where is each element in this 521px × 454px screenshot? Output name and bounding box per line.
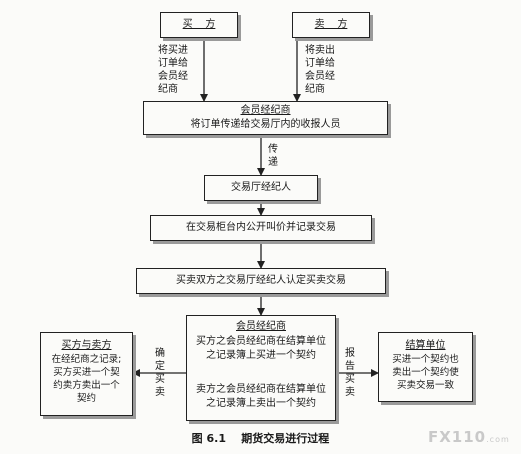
clearing-box: 结算单位 买进一个契约也 卖出一个契约使 买卖交易一致 <box>378 332 473 402</box>
member-broker-record-title: 会员经纪商 <box>236 321 286 332</box>
open-outcry-text: 在交易柜台内公开叫价并记录交易 <box>186 222 336 233</box>
clearing-text: 买进一个契约也 卖出一个契约使 买卖交易一致 <box>392 354 459 391</box>
member-broker-title: 会员经纪商 <box>240 105 291 116</box>
watermark-logo: FX110.com <box>428 428 510 446</box>
buyer-seller-box: 买方与卖方 在经纪商之记录; 买方买进一个契 约卖方卖出一个 契约 <box>40 332 133 416</box>
floor-broker-box: 交易厅经纪人 <box>204 175 318 201</box>
figure-caption: 图 6.1 期货交易进行过程 <box>191 432 330 445</box>
confirm-trade-text: 买卖双方之交易厅经纪人认定买卖交易 <box>176 275 346 286</box>
confirm-trade-box: 买卖双方之交易厅经纪人认定买卖交易 <box>136 268 386 294</box>
member-broker-record-box: 会员经纪商 买方之会员经纪商在结算单位 之记录簿上买进一个契约 卖方之会员经纪商… <box>186 315 336 421</box>
seller-label: 卖 方 <box>314 19 348 30</box>
open-outcry-box: 在交易柜台内公开叫价并记录交易 <box>150 215 372 241</box>
seller-box: 卖 方 <box>292 12 370 38</box>
buyer-seller-text: 在经纪商之记录; 买方买进一个契 约卖方卖出一个 契约 <box>51 354 122 404</box>
watermark-main: FX110 <box>428 428 487 446</box>
member-broker-text: 将订单传递给交易厅内的收报人员 <box>190 119 341 130</box>
floor-broker-text: 交易厅经纪人 <box>231 182 291 193</box>
buyer-box: 买 方 <box>160 12 238 38</box>
member-broker-box: 会员经纪商 将订单传递给交易厅内的收报人员 <box>143 101 388 135</box>
member-broker-record-upper: 买方之会员经纪商在结算单位 之记录簿上买进一个契约 <box>196 336 326 361</box>
transmit-label: 传 递 <box>268 144 278 168</box>
buyer-note: 将买进 订单给 会员经 纪商 <box>158 45 188 95</box>
watermark-suffix: .com <box>486 435 510 444</box>
buyer-label: 买 方 <box>182 19 216 30</box>
clearing-title: 结算单位 <box>405 340 446 351</box>
report-label: 报 告 买 卖 <box>345 348 355 398</box>
confirm-label: 确 定 买 卖 <box>155 348 165 398</box>
buyer-seller-title: 买方与卖方 <box>61 340 112 351</box>
seller-note: 将卖出 订单给 会员经 纪商 <box>305 45 335 95</box>
member-broker-record-lower: 卖方之会员经纪商在结算单位 之记录簿上卖出一个契约 <box>196 384 326 409</box>
